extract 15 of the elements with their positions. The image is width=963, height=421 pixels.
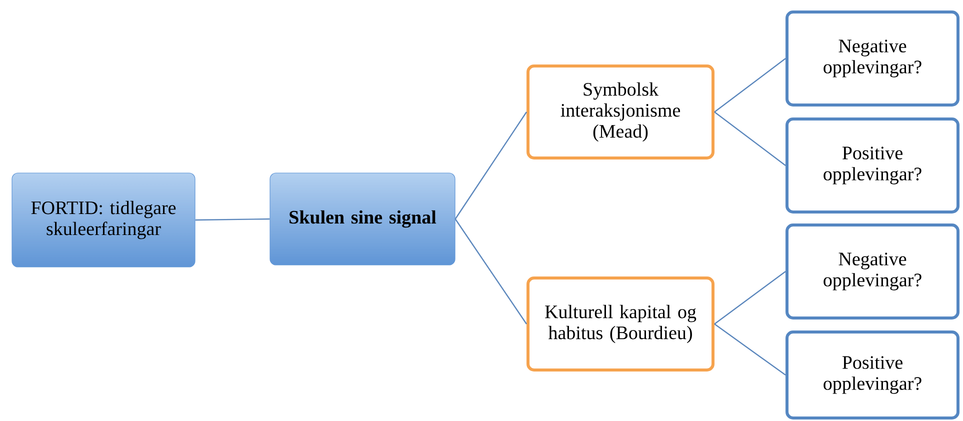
connector-line [714,271,786,324]
connector-line [714,58,786,112]
connector-line [454,112,527,220]
theory-box: Kulturell kapital og habitus (Bourdieu) [526,276,714,372]
process-box: FORTID: tidlegare skuleerfaringar [12,172,196,268]
connector-line [454,218,527,324]
outcome-box: Negative opplevingar? [786,10,960,106]
connector-line [714,324,786,376]
connector-line [714,112,786,166]
connector-line [195,218,270,221]
process-box: Skulen sine signal [270,172,456,266]
outcome-box: Negative opplevingar? [786,224,960,320]
theory-box: Symbolsk interaksjonisme (Mead) [526,64,714,160]
outcome-box: Positive opplevingar? [786,118,960,214]
outcome-box: Positive opplevingar? [786,330,960,420]
